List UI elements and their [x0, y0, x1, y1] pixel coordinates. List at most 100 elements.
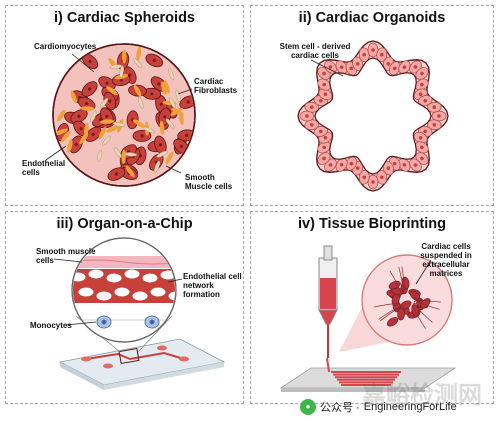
fibroblast — [171, 108, 184, 116]
label-endothelial-cells-line2: cells — [22, 168, 40, 177]
account-watermark: ● 公众号 · EngineeringForLife — [300, 396, 457, 418]
fibroblast — [106, 86, 118, 96]
smooth-muscle-cell — [102, 135, 112, 146]
suspended-cardiac-cell — [388, 280, 401, 290]
label-smooth-muscle-cells-line1: Smooth — [185, 173, 215, 182]
organoid-cell — [358, 169, 370, 185]
organoid-cell — [376, 47, 388, 63]
organoid-cell — [299, 110, 315, 122]
label-cardiomyocytes: Cardiomyocytes — [34, 42, 97, 51]
smooth-muscle-cell — [168, 68, 175, 81]
smooth-muscle-cell — [154, 160, 161, 173]
cardiomyocyte — [81, 81, 98, 97]
chip-port — [81, 356, 91, 362]
label-smooth-muscle-cells-line2: Muscle cells — [185, 182, 233, 191]
smooth-muscle-cell — [109, 64, 123, 69]
chip-zoom-region — [118, 347, 140, 365]
fibroblast — [159, 120, 165, 135]
organoid-cell — [417, 95, 433, 107]
chip-port — [157, 345, 167, 351]
organoid-cell — [426, 119, 442, 131]
site-watermark: 嘉峪检测网 — [362, 382, 482, 409]
label-cardiac-fibroblasts-line1: Cardiac — [194, 77, 224, 86]
label-monocytes: Monocytes — [30, 321, 72, 330]
smooth-muscle-cell — [165, 118, 175, 129]
fibroblast — [161, 81, 167, 96]
fibroblast — [57, 109, 66, 122]
endothelial-gap — [132, 291, 148, 301]
suspended-cardiac-cell — [399, 300, 412, 310]
endothelial-gap — [96, 291, 112, 301]
fibroblast — [98, 126, 107, 140]
smooth-muscle-cell — [99, 97, 109, 109]
fibroblast — [79, 132, 89, 145]
account-prefix: 公众号 · — [320, 402, 360, 414]
organoid-cell — [317, 141, 332, 154]
printed-scaffold — [326, 357, 401, 386]
smooth-muscle-cell — [112, 121, 126, 127]
cardiomyocyte — [154, 135, 167, 154]
chip-port — [103, 363, 113, 369]
organoid-ring — [297, 40, 449, 192]
smooth-muscle-cell — [97, 149, 102, 163]
endothelial-gap — [78, 287, 94, 297]
organoid-cell — [382, 160, 394, 176]
endothelial-gap — [168, 291, 175, 301]
organoid-cell — [335, 157, 348, 172]
wechat-icon: ● — [300, 399, 316, 415]
organoid-cell — [398, 60, 411, 75]
label-smooth-muscle-cells-line2: cells — [36, 256, 54, 265]
endothelial-gap — [124, 269, 140, 279]
spheroid-illustration — [45, 43, 196, 187]
organoid-cell — [317, 152, 331, 165]
panel-cardiac-organoids: ii) Cardiac Organoids Stem cell - derive… — [250, 5, 494, 206]
panel-organ-on-a-chip: iii) Organ-on-a-Chip — [5, 211, 244, 404]
smooth-muscle-cell — [124, 152, 137, 157]
organoid-cell — [324, 60, 337, 74]
fibroblast — [61, 130, 71, 143]
smooth-muscle-cell — [113, 147, 122, 158]
fibroblast — [133, 84, 142, 97]
panel-title: ii) Cardiac Organoids — [298, 10, 446, 26]
panel-title: iv) Tissue Bioprinting — [298, 216, 446, 232]
label-cardiac-cells-line1: Cardiac cells — [421, 242, 471, 251]
organoid-cell — [409, 158, 422, 172]
bioprinting-illustration — [279, 245, 457, 392]
label-cardiac-cells-line2: suspended in — [420, 251, 472, 260]
smooth-muscle-cell — [156, 150, 168, 158]
label-stem-cell-line1: Stem cell - derived — [279, 42, 351, 51]
fibroblast — [121, 49, 127, 64]
organoid-cell — [398, 157, 411, 172]
organoid-cell — [352, 56, 364, 72]
organoid-cell — [335, 60, 348, 75]
label-smooth-muscle-cells-line1: Smooth muscle — [36, 247, 96, 256]
organoid-lumen — [314, 57, 432, 175]
fibroblast — [133, 119, 145, 128]
account-name: EngineeringForLife — [363, 401, 457, 413]
syringe-needle — [327, 324, 329, 358]
panel-cardiac-spheroids: i) Cardiac Spheroids Cardiomyocytes Card… — [5, 5, 244, 206]
suspended-cardiac-cell — [386, 317, 399, 327]
label-endothelial-network-line3: formation — [183, 290, 220, 299]
fibroblast — [70, 90, 77, 104]
label-cardiac-fibroblasts-line2: Fibroblasts — [194, 86, 238, 95]
panel-title: i) Cardiac Spheroids — [53, 10, 195, 26]
fibroblast — [100, 119, 115, 124]
smooth-muscle-cell — [143, 126, 155, 134]
organoid-cell — [317, 78, 332, 91]
fibroblast — [67, 139, 73, 153]
panel-title: iii) Organ-on-a-Chip — [56, 216, 193, 232]
organoid-cell — [358, 47, 370, 63]
fibroblast — [136, 46, 142, 61]
organoid-cell — [414, 141, 429, 154]
organoid-cell — [414, 78, 429, 91]
organoid-illustration — [297, 40, 449, 192]
smooth-muscle-cell — [168, 97, 177, 109]
panel-tissue-bioprinting: iv) Tissue Bioprinting Cardiac cells sus… — [250, 211, 494, 404]
label-endothelial-network-line2: network — [183, 281, 214, 290]
fibroblast — [125, 165, 135, 178]
cardiomyocyte — [69, 135, 83, 154]
endothelial-gap — [150, 287, 166, 297]
smooth-muscle-cell — [119, 65, 124, 78]
organoid-cell — [415, 67, 429, 80]
